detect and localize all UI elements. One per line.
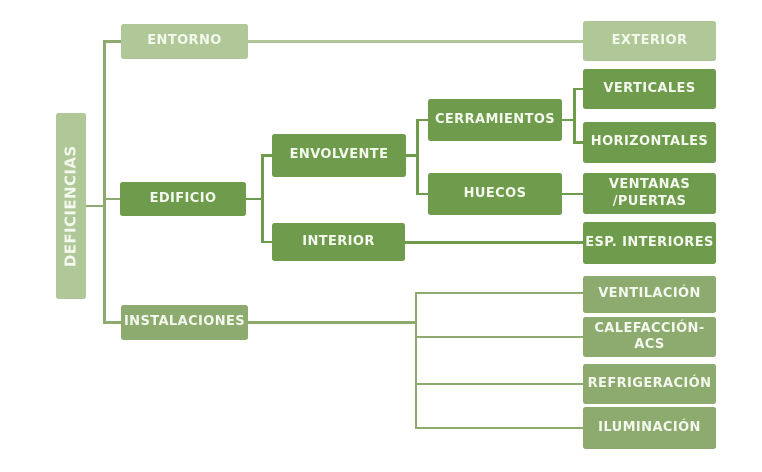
connector-bracket-to-interior xyxy=(261,240,272,244)
connector-deficiencias-stub xyxy=(86,204,104,208)
node-refrigeracion: REFRIGERACIÓN xyxy=(583,364,716,404)
connector-envolvente-bracket-vertical xyxy=(416,118,419,196)
connector-bracket-to-verticales xyxy=(573,87,583,91)
connector-fan-to-refrigeracion xyxy=(414,382,583,386)
node-esp-interiores: ESP. INTERIORES xyxy=(583,222,716,264)
node-ventilacion-label: VENTILACIÓN xyxy=(598,286,701,302)
node-huecos: HUECOS xyxy=(428,173,562,215)
node-calefaccion-acs-line2: ACS xyxy=(634,337,665,352)
node-calefaccion-acs: CALEFACCIÓN-ACS xyxy=(583,317,716,357)
connector-cerramientos-stub xyxy=(562,118,576,122)
connector-trunk-to-edificio xyxy=(103,197,121,201)
node-calefaccion-acs-line1: CALEFACCIÓN- xyxy=(594,320,705,336)
node-iluminacion: ILUMINACIÓN xyxy=(583,407,716,449)
node-deficiencias: DEFICIENCIAS xyxy=(56,113,86,299)
connector-fan-to-ventilacion xyxy=(414,291,583,295)
node-envolvente: ENVOLVENTE xyxy=(272,134,406,177)
node-verticales: VERTICALES xyxy=(583,69,716,109)
connector-edificio-stub xyxy=(246,197,264,201)
node-exterior-label: EXTERIOR xyxy=(611,32,688,48)
node-interior: INTERIOR xyxy=(272,223,405,261)
node-esp-interiores-label: ESP. INTERIORES xyxy=(585,234,714,250)
connector-fan-to-iluminacion xyxy=(414,426,583,430)
connector-edificio-bracket-vertical xyxy=(261,154,264,244)
connector-instalaciones-fan-vertical xyxy=(414,291,418,430)
connector-huecos-to-ventanas xyxy=(562,192,583,196)
connector-interior-to-esp xyxy=(405,241,583,244)
connector-bracket-to-cerramientos xyxy=(416,118,428,122)
node-ventanas-puertas-label: VENTANAS/PUERTAS xyxy=(609,177,690,210)
connector-envolvente-stub xyxy=(406,154,419,157)
connector-fan-to-calefaccion xyxy=(414,335,583,339)
node-deficiencias-label: DEFICIENCIAS xyxy=(61,145,80,267)
node-instalaciones: INSTALACIONES xyxy=(121,305,248,340)
node-cerramientos: CERRAMIENTOS xyxy=(428,99,562,141)
connector-instalaciones-feed xyxy=(248,321,416,324)
node-edificio-label: EDIFICIO xyxy=(149,190,217,206)
node-entorno-label: ENTORNO xyxy=(147,33,222,49)
node-ventanas-puertas-line2: /PUERTAS xyxy=(612,193,687,209)
node-horizontales-label: HORIZONTALES xyxy=(590,134,709,150)
node-entorno: ENTORNO xyxy=(121,24,248,59)
connector-bracket-to-huecos xyxy=(416,192,428,196)
connector-trunk-vertical xyxy=(103,40,106,324)
node-cerramientos-label: CERRAMIENTOS xyxy=(434,111,556,127)
connector-bracket-to-horizontales xyxy=(573,141,583,144)
connector-cerram-bracket-vertical xyxy=(573,87,576,144)
connector-bracket-to-envolvente xyxy=(261,154,272,157)
connector-entorno-to-exterior xyxy=(248,40,583,43)
node-refrigeracion-label: REFRIGERACIÓN xyxy=(587,375,712,391)
node-huecos-label: HUECOS xyxy=(463,185,527,201)
node-edificio: EDIFICIO xyxy=(120,182,246,216)
node-interior-label: INTERIOR xyxy=(302,233,375,249)
connector-trunk-to-instalaciones xyxy=(103,321,122,324)
node-iluminacion-label: ILUMINACIÓN xyxy=(598,419,701,435)
node-ventanas-puertas: VENTANAS/PUERTAS xyxy=(583,173,716,214)
node-exterior: EXTERIOR xyxy=(583,21,716,61)
node-horizontales: HORIZONTALES xyxy=(583,122,716,163)
node-verticales-label: VERTICALES xyxy=(603,80,696,96)
node-ventanas-puertas-line1: VENTANAS xyxy=(608,177,691,192)
node-calefaccion-acs-label: CALEFACCIÓN-ACS xyxy=(594,321,704,354)
connector-trunk-to-entorno xyxy=(103,40,122,43)
node-envolvente-label: ENVOLVENTE xyxy=(289,147,389,163)
node-instalaciones-label: INSTALACIONES xyxy=(123,314,246,330)
node-ventilacion: VENTILACIÓN xyxy=(583,276,716,313)
